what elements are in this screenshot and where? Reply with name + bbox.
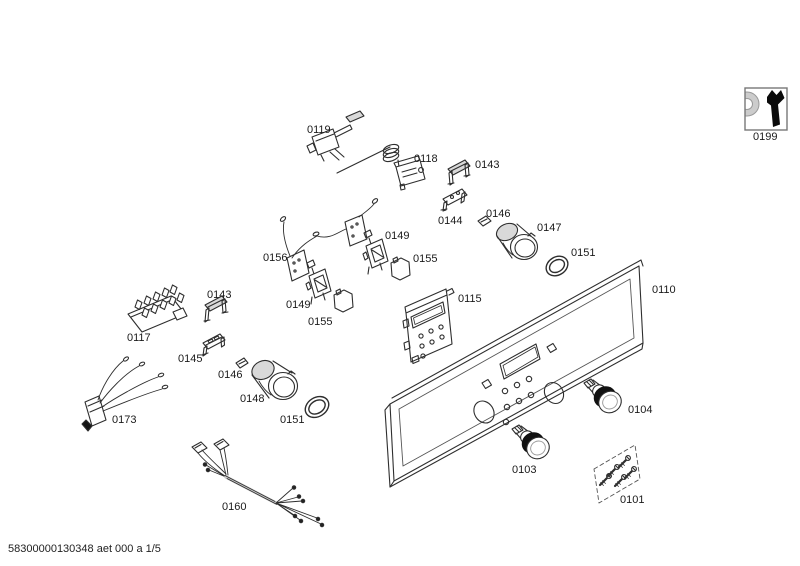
part-label-0149b: 0149 [286, 299, 310, 311]
part-0101-screw-set [593, 444, 641, 504]
part-0119-lever-switch [306, 110, 365, 162]
part-label-0117: 0117 [127, 332, 151, 344]
part-label-0146a: 0146 [486, 208, 510, 220]
screw [613, 474, 627, 488]
part-label-0155b: 0155 [308, 316, 332, 328]
part-0156-wire-plates [279, 198, 379, 282]
part-label-0119: 0119 [307, 124, 331, 136]
part-0144-bracket [440, 188, 468, 212]
part-label-0156: 0156 [263, 252, 287, 264]
part-label-0146b: 0146 [218, 369, 242, 381]
part-0143-bracket-top [447, 159, 471, 186]
part-0147-knob-bushing [495, 222, 539, 261]
part-label-0101: 0101 [620, 494, 644, 506]
part-0115-control-module [402, 287, 455, 365]
part-0117-terminal-block [127, 284, 188, 333]
part-label-0160: 0160 [222, 501, 246, 513]
screw [623, 466, 637, 480]
screw [617, 455, 631, 469]
part-label-0151b: 0151 [280, 414, 304, 426]
part-label-0149a: 0149 [385, 230, 409, 242]
part-0148-knob-bushing [251, 359, 299, 401]
part-0104-knob [583, 378, 622, 414]
part-label-0118: 0118 [414, 153, 438, 165]
part-0143-bracket-left [203, 295, 229, 323]
part-0160-wire-harness [191, 438, 325, 528]
wrench-icon [767, 90, 785, 127]
part-label-0103: 0103 [512, 464, 536, 476]
part-0155-plate-upper [390, 256, 411, 281]
tool-note-label: 0199 [753, 131, 777, 143]
tool-note-0199 [744, 87, 788, 131]
part-label-0145: 0145 [178, 353, 202, 365]
part-label-0143b: 0143 [207, 289, 231, 301]
part-label-0143a: 0143 [475, 159, 499, 171]
part-label-0155a: 0155 [413, 253, 437, 265]
part-label-0144: 0144 [438, 215, 462, 227]
part-label-0104: 0104 [628, 404, 652, 416]
part-0103-knob [511, 424, 550, 460]
part-label-0148: 0148 [240, 393, 264, 405]
part-0118-thermostat [336, 143, 426, 191]
part-0149-switch-upper [362, 229, 389, 275]
part-0151-ring-top [545, 255, 569, 277]
part-0155-plate-lower [333, 288, 354, 313]
part-label-0115: 0115 [458, 293, 482, 305]
part-label-0147: 0147 [537, 222, 561, 234]
part-0146-adapter-top [477, 215, 492, 227]
part-0151-ring-left [304, 395, 330, 419]
part-label-0110: 0110 [652, 284, 676, 296]
part-0146-adapter-left [235, 357, 249, 369]
part-0173-cable-connector [81, 356, 169, 432]
document-code: 58300000130348 aet 000 a 1/5 [8, 543, 161, 555]
part-0110-control-panel [384, 259, 644, 488]
part-0149-switch-lower [305, 259, 332, 305]
part-label-0151a: 0151 [571, 247, 595, 259]
part-label-0173: 0173 [112, 414, 136, 426]
screw [606, 464, 620, 478]
part-0145-bracket [201, 333, 226, 357]
